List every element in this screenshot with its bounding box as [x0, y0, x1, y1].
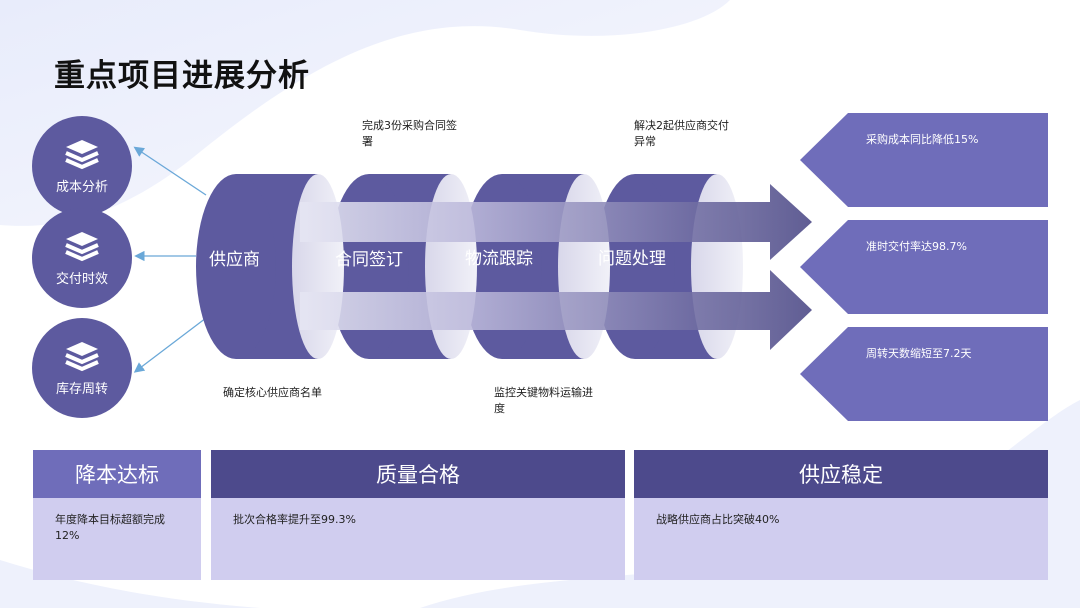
flow-arrow-upper	[300, 184, 812, 260]
result-cost: 采购成本同比降低15%	[800, 113, 1048, 207]
note-supplier: 确定核心供应商名单	[223, 386, 322, 399]
card-text: 战略供应商占比突破40%	[634, 498, 1048, 580]
category-label: 交付时效	[55, 271, 108, 287]
category-label: 库存周转	[55, 381, 108, 397]
card-supply-stability: 供应稳定 战略供应商占比突破40%	[634, 450, 1048, 580]
note-contract: 完成3份采购合同签署	[362, 119, 457, 148]
stage-label-issue: 问题处理	[598, 249, 666, 269]
result-delivery: 准时交付率达98.7%	[800, 220, 1048, 314]
stack-icon	[65, 139, 99, 169]
flow-arrow-lower	[300, 270, 812, 350]
card-quality: 质量合格 批次合格率提升至99.3%	[211, 450, 625, 580]
card-title: 降本达标	[33, 450, 201, 498]
stack-icon	[65, 231, 99, 261]
stage-label-supplier: 供应商	[209, 250, 260, 270]
result-shape	[800, 113, 1048, 207]
result-text: 准时交付率达98.7%	[866, 240, 967, 253]
category-inventory-turnover: 库存周转	[32, 318, 132, 418]
result-shape	[800, 220, 1048, 314]
result-text: 采购成本同比降低15%	[866, 133, 979, 146]
category-label: 成本分析	[55, 179, 108, 195]
connector-arrow	[133, 317, 207, 373]
page-title: 重点项目进展分析	[54, 58, 310, 94]
card-text: 年度降本目标超额完成12%	[33, 498, 201, 580]
category-cost-analysis: 成本分析	[32, 116, 132, 216]
connector-arrow	[133, 146, 207, 196]
category-delivery-time: 交付时效	[32, 208, 132, 308]
card-cost-target: 降本达标 年度降本目标超额完成12%	[33, 450, 201, 580]
result-turnover: 周转天数缩短至7.2天	[800, 327, 1048, 421]
card-title: 质量合格	[211, 450, 625, 498]
stage-label-logistics: 物流跟踪	[465, 249, 533, 269]
stage-label-contract: 合同签订	[335, 250, 403, 270]
card-text: 批次合格率提升至99.3%	[211, 498, 625, 580]
note-issue: 解决2起供应商交付异常	[634, 119, 729, 148]
result-text: 周转天数缩短至7.2天	[866, 347, 972, 360]
result-shape	[800, 327, 1048, 421]
card-title: 供应稳定	[634, 450, 1048, 498]
note-logistics: 监控关键物料运输进度	[494, 386, 593, 415]
stack-icon	[65, 341, 99, 371]
